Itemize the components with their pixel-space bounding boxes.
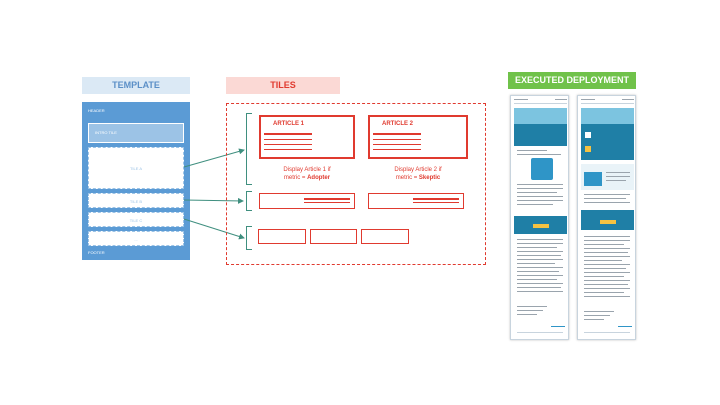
deployed-email-1 — [510, 95, 569, 340]
banner-tile-2 — [368, 193, 464, 209]
article-2-tile: ARTICLE 2 — [368, 115, 468, 159]
deployment-title: EXECUTED DEPLOYMENT — [508, 72, 636, 89]
article-2-label: ARTICLE 2 — [382, 121, 414, 127]
tiles-frame — [226, 103, 486, 265]
template-tile-a-label: TILE A — [129, 166, 142, 171]
small-tile-2 — [310, 229, 357, 244]
template-title: TEMPLATE — [82, 77, 190, 94]
bracket-articles — [246, 113, 252, 185]
template-footer-label: FOOTER — [88, 250, 105, 255]
template-tile-b-label: TILE B — [129, 199, 143, 204]
arrow-tile-a — [183, 148, 245, 168]
deployed-email-2 — [577, 95, 636, 340]
banner-tile-1 — [259, 193, 355, 209]
template-tile-c-label: TILE C — [129, 218, 143, 223]
small-tile-1 — [258, 229, 306, 244]
small-tile-3 — [361, 229, 409, 244]
bracket-banners — [246, 191, 252, 211]
article-2-condition: Display Article 2 if metric = Skeptic — [394, 167, 442, 181]
template-tile-c: TILE C — [88, 212, 184, 227]
template-intro-tile: INTRO TILE — [88, 123, 184, 143]
template-header-label: HEADER — [88, 108, 105, 113]
article-1-tile: ARTICLE 1 — [259, 115, 355, 159]
template-tile-more-label: ... — [134, 237, 138, 242]
article-1-label: ARTICLE 1 — [273, 121, 305, 127]
arrow-tile-c — [183, 218, 245, 240]
tiles-title: TILES — [226, 77, 340, 94]
template-tile-a: TILE A — [88, 147, 184, 189]
template-tile-more: ... — [88, 231, 184, 246]
template-tile-b: TILE B — [88, 193, 184, 208]
template-intro-tile-label: INTRO TILE — [95, 130, 117, 135]
article-1-condition: Display Article 1 if metric = Adopter — [283, 167, 331, 181]
arrow-tile-b — [183, 197, 244, 204]
bracket-small-tiles — [246, 226, 252, 250]
